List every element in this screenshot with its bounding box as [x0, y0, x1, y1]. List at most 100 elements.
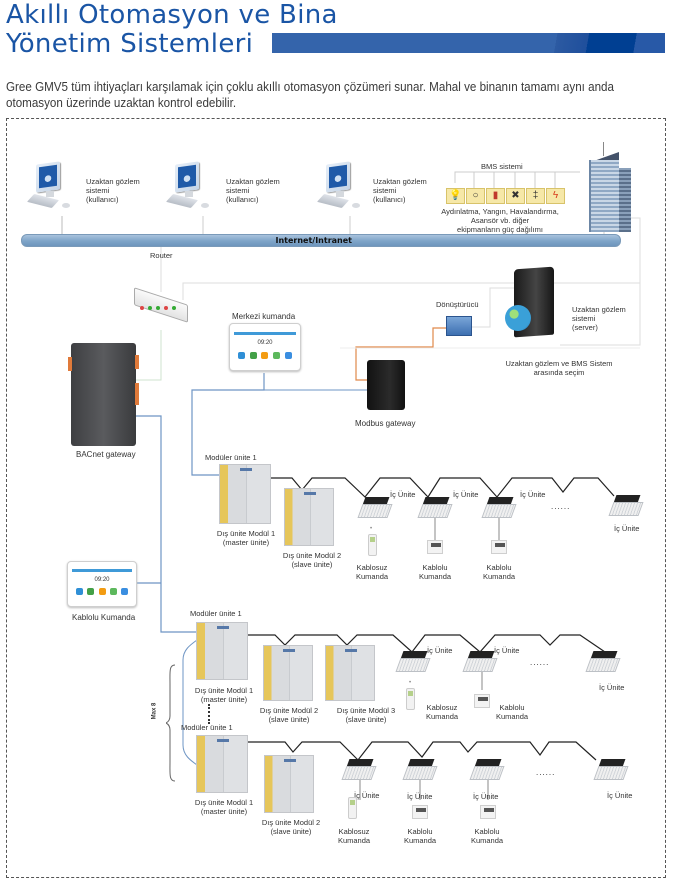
elevator-icon: ‡: [526, 188, 545, 204]
outdoor-unit-icon: [196, 735, 248, 793]
group2-indoor-label-2: İç Ünite: [494, 646, 520, 655]
fan-icon: ✖: [506, 188, 525, 204]
group1-indoor-label-last: İç Ünite: [614, 524, 640, 533]
computer-icon: [316, 161, 372, 211]
indoor-unit-icon: [357, 497, 394, 521]
central-controller-device: 09:20: [229, 323, 301, 371]
max-modules-label: Max 8: [151, 702, 158, 720]
indoor-unit-icon: [417, 497, 454, 521]
group2-indoor-label-last: İç Ünite: [599, 683, 625, 692]
page-title-line-2: Yönetim Sistemleri: [6, 29, 254, 59]
pipe-group3: [247, 741, 597, 761]
outdoor-unit-icon: [263, 645, 313, 701]
internet-intranet-bus: Internet/Intranet: [21, 234, 621, 247]
group1-indoor-label-3: İç Ünite: [520, 490, 546, 499]
group3-indoor-label-last: İç Ünite: [607, 791, 633, 800]
wire-central-outdoor: [191, 373, 265, 476]
wired-controller-label: Kablolu Kumanda: [72, 613, 136, 622]
wired-remote-icon: [491, 540, 507, 554]
fire-extinguisher-icon: ▮: [486, 188, 505, 204]
max-brace-icon: [166, 664, 176, 782]
indoor-unit-icon: [341, 759, 378, 783]
group3-ellipsis: ......: [536, 768, 556, 777]
indoor-unit-icon: [402, 759, 439, 783]
wire-router-right: [182, 282, 640, 300]
group2-title: Modüler ünite 1: [190, 609, 242, 618]
pipe-group2: [245, 634, 606, 653]
indoor-unit-icon: [593, 759, 630, 783]
group3-odu2-label: Dış ünite Modül 2(slave ünite): [261, 818, 321, 836]
indoor-unit-icon: [608, 495, 645, 519]
central-controller-time: 09:20: [257, 339, 273, 346]
group2-indoor-label-1: İç Ünite: [427, 646, 453, 655]
wired-remote-icon: [480, 805, 496, 819]
bacnet-gateway-label: BACnet gateway: [76, 450, 136, 459]
outdoor-unit-icon: [284, 488, 334, 546]
group2-ellipsis: ......: [530, 658, 550, 667]
building-icon: [583, 142, 633, 232]
wired-controller-time: 09:20: [94, 576, 110, 583]
wired-remote-icon: [427, 540, 443, 554]
group3-title: Modüler ünite 1: [181, 723, 233, 732]
power-icon: ϟ: [546, 188, 565, 204]
converter-device: [446, 316, 472, 336]
converter-label: Dönüştürücü: [436, 300, 479, 309]
router-icon: [128, 287, 192, 328]
wired-remote-icon: [412, 805, 428, 819]
wire-group-link: [182, 639, 198, 766]
group1-odu1-label: Dış ünite Modül 1(master ünite): [216, 529, 276, 547]
lighting-icon: 💡: [446, 188, 465, 204]
computer-icon: [26, 161, 82, 211]
modbus-gateway-device: [367, 360, 405, 410]
outdoor-unit-icon: [264, 755, 314, 813]
indoor-unit-icon: [481, 497, 518, 521]
wifi-icon: •: [370, 526, 373, 532]
group1-ellipsis: ......: [551, 502, 571, 511]
group1-indoor-label-2: İç Ünite: [453, 490, 479, 499]
group3-indoor-label-2: İç Ünite: [407, 792, 433, 801]
network-label: Internet/Intranet: [275, 236, 352, 245]
wire-router-bacnet: [136, 330, 162, 381]
modbus-gateway-label: Modbus gateway: [355, 419, 416, 428]
central-controller-label: Merkezi kumanda: [232, 312, 296, 321]
group2-odu1-label: Dış ünite Modül 1(master ünite): [194, 686, 254, 704]
vertical-ellipsis: [208, 704, 210, 724]
wireless-remote-icon: [406, 688, 415, 710]
intro-text: Gree GMV5 tüm ihtiyaçları karşılamak içi…: [6, 80, 615, 110]
bulb-icon: ○: [466, 188, 485, 204]
indoor-unit-icon: [469, 759, 506, 783]
outdoor-unit-icon: [196, 622, 248, 680]
globe-icon: [505, 305, 531, 331]
wire-modbus-converter: [355, 327, 446, 381]
router-label: Router: [150, 251, 173, 260]
wired-controller-device: 09:20: [67, 561, 137, 607]
bms-title: BMS sistemi: [481, 162, 523, 171]
page-title-line-1: Akıllı Otomasyon ve Bina: [6, 0, 338, 30]
group2-odu3-label: Dış ünite Modül 3(slave ünite): [336, 706, 396, 724]
group3-indoor-label-3: İç Ünite: [473, 792, 499, 801]
computer-icon: [165, 161, 221, 211]
group2-odu2-label: Dış ünite Modül 2(slave ünite): [259, 706, 319, 724]
diagram-frame: [6, 118, 666, 878]
pipe-group1: [270, 477, 615, 498]
title-accent-bar: [272, 33, 665, 53]
wired-remote-icon: [474, 694, 490, 708]
indoor-unit-icon: [585, 651, 622, 675]
wire-bms-tree: [454, 171, 580, 188]
bms-description: Aydınlatma, Yangın, Havalandırma,Asansör…: [441, 207, 559, 234]
outdoor-unit-icon: [325, 645, 375, 701]
